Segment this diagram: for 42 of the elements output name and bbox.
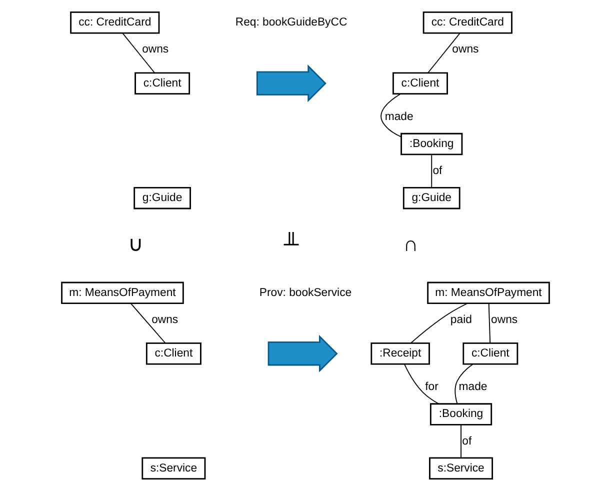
- node-box: cc: CreditCard: [422, 12, 512, 34]
- edge-label: made: [458, 381, 487, 394]
- node-box: s:Service: [141, 457, 206, 480]
- edge-label: made: [384, 110, 413, 123]
- connector: [460, 424, 461, 458]
- connector: [430, 154, 432, 188]
- node-box: :Receipt: [370, 342, 430, 365]
- node-box: g:Guide: [133, 186, 190, 210]
- connector: [122, 32, 155, 74]
- edge-label: of: [462, 435, 472, 448]
- node-box: c:Client: [462, 342, 518, 365]
- edge-label: of: [432, 165, 442, 177]
- node-arrow: [267, 334, 338, 372]
- node-box: m: MeansOfPayment: [426, 282, 550, 304]
- connector: [403, 364, 439, 404]
- node-box: cc: CreditCard: [70, 12, 160, 34]
- node-box: g:Guide: [402, 186, 460, 210]
- edge-label: owns: [142, 44, 168, 56]
- node-box: m: MeansOfPayment: [60, 282, 184, 304]
- connector: [426, 32, 460, 74]
- node-box: c:Client: [134, 72, 190, 94]
- label: ∪: [128, 232, 143, 256]
- edge-label: for: [424, 381, 438, 394]
- node-box: c:Client: [392, 72, 448, 94]
- connector: [380, 93, 402, 138]
- edge-label: owns: [490, 314, 518, 326]
- edge-label: owns: [452, 44, 478, 56]
- connector: [130, 303, 166, 344]
- node-arrow: [256, 64, 326, 102]
- node-box: :Booking: [429, 403, 492, 426]
- label: ∩: [402, 232, 418, 256]
- label: ╨: [283, 232, 298, 256]
- connector: [410, 302, 468, 344]
- edge-label: paid: [450, 314, 472, 326]
- label: Prov: bookService: [258, 286, 352, 299]
- node-box: s:Service: [428, 457, 493, 480]
- node-box: c:Client: [145, 342, 201, 365]
- node-box: :Booking: [400, 132, 462, 156]
- connector: [488, 303, 490, 344]
- connector: [454, 364, 473, 404]
- label: Req: bookGuideByCC: [234, 16, 347, 29]
- edge-label: owns: [151, 314, 178, 326]
